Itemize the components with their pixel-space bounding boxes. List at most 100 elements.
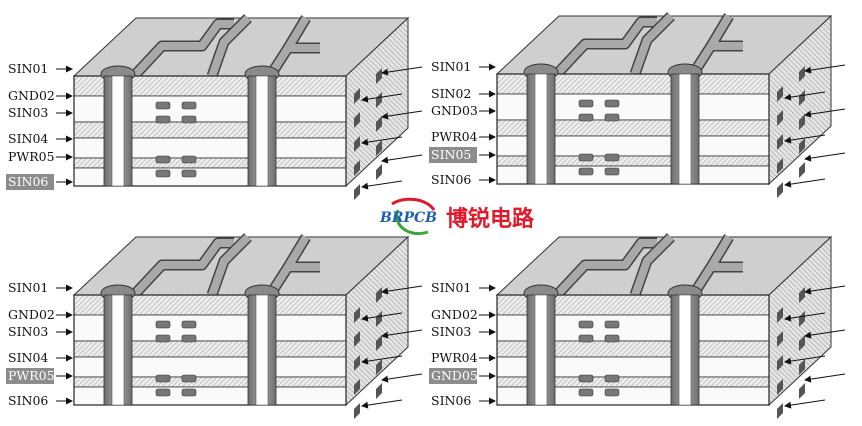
top-trace — [554, 239, 657, 298]
layer-arrow-right — [361, 399, 403, 409]
board-front-outline — [496, 294, 770, 406]
inner-trace-pad — [578, 320, 594, 329]
board-front-outline — [73, 294, 347, 406]
layer-label: PWR04 — [431, 350, 478, 365]
inner-trace-pad — [155, 374, 171, 383]
top-trace — [689, 234, 743, 298]
layer-arrow-right — [381, 329, 423, 339]
top-trace — [266, 234, 320, 298]
inner-trace-pad — [181, 155, 197, 164]
side-pad — [354, 355, 360, 371]
layer-label: GND02 — [431, 307, 478, 322]
top-trace — [208, 234, 251, 297]
layer-arrow-right — [784, 178, 826, 188]
side-pad — [799, 66, 805, 82]
layer-arrow-right — [381, 66, 423, 76]
layer-label: SIN06 — [8, 174, 48, 189]
inner-trace-pad — [181, 334, 197, 343]
inner-trace-pad — [604, 334, 620, 343]
top-trace — [554, 18, 657, 77]
layer-arrow-right — [804, 108, 846, 118]
inner-trace-pad — [578, 113, 594, 122]
side-pad — [354, 136, 360, 152]
via-hole — [255, 294, 269, 406]
inner-trace-pad — [578, 153, 594, 162]
layer-arrow-right — [381, 373, 423, 383]
layer-arrow-right — [784, 399, 826, 409]
top-trace — [631, 13, 674, 76]
watermark-swoosh-green — [395, 209, 429, 235]
inner-trace-pad — [604, 99, 620, 108]
side-pad — [376, 383, 382, 399]
layer-label: SIN03 — [431, 324, 471, 339]
layer-label-highlight — [6, 368, 54, 384]
via-hole — [678, 294, 692, 406]
side-pad — [799, 383, 805, 399]
via-hole — [534, 73, 548, 185]
inner-trace-pad — [604, 388, 620, 397]
top-trace — [131, 20, 234, 79]
layer-arrow-right — [784, 312, 826, 322]
side-pad — [777, 134, 783, 150]
layer-label-highlight — [429, 368, 477, 384]
layer-arrow-right — [361, 312, 403, 322]
side-pad — [354, 379, 360, 395]
side-pad — [777, 110, 783, 126]
inner-trace-pad — [155, 169, 171, 178]
via-hole — [534, 294, 548, 406]
side-pad — [376, 311, 382, 327]
layer-label: SIN02 — [431, 86, 471, 101]
side-pad — [799, 90, 805, 106]
side-pad — [777, 331, 783, 347]
board-front-outline — [73, 75, 347, 187]
side-pad — [376, 92, 382, 108]
inner-trace-pad — [155, 388, 171, 397]
inner-trace-pad — [578, 388, 594, 397]
inner-trace-pad — [604, 374, 620, 383]
layer-label: SIN06 — [431, 393, 471, 408]
inner-trace-pad — [578, 334, 594, 343]
layer-label: PWR05 — [8, 149, 55, 164]
layer-arrow-right — [804, 329, 846, 339]
side-pad — [376, 335, 382, 351]
inner-trace-pad — [604, 320, 620, 329]
layer-label: SIN01 — [8, 61, 48, 76]
layer-label: SIN05 — [431, 147, 471, 162]
side-pad — [799, 335, 805, 351]
top-trace — [631, 234, 674, 297]
side-pad — [376, 287, 382, 303]
side-pad — [354, 331, 360, 347]
layer-label: SIN06 — [8, 393, 48, 408]
layer-arrow-right — [784, 355, 826, 365]
side-pad — [777, 403, 783, 419]
top-trace — [208, 15, 251, 78]
inner-trace-pad — [604, 113, 620, 122]
inner-trace-pad — [578, 99, 594, 108]
layer-arrow-right — [361, 93, 403, 103]
top-trace — [266, 15, 320, 79]
side-pad — [354, 88, 360, 104]
layer-arrow-right — [361, 136, 403, 146]
inner-trace-pad — [181, 388, 197, 397]
side-pad — [799, 138, 805, 154]
layer-label: GND03 — [431, 103, 478, 118]
layer-label: GND02 — [8, 88, 55, 103]
side-pad — [376, 164, 382, 180]
brpcb-watermark: BRPCB 博锐电路 — [379, 197, 535, 235]
side-pad — [354, 184, 360, 200]
via-hole — [111, 294, 125, 406]
layer-arrow-right — [361, 355, 403, 365]
layer-label: SIN01 — [8, 280, 48, 295]
inner-trace-pad — [181, 169, 197, 178]
layer-label: SIN03 — [8, 105, 48, 120]
layer-arrow-right — [784, 134, 826, 144]
inner-trace-pad — [578, 374, 594, 383]
watermark-swoosh-red — [391, 197, 436, 211]
layer-label: GND05 — [431, 368, 478, 383]
layer-label: GND02 — [8, 307, 55, 322]
layer-label-highlight — [429, 147, 477, 163]
